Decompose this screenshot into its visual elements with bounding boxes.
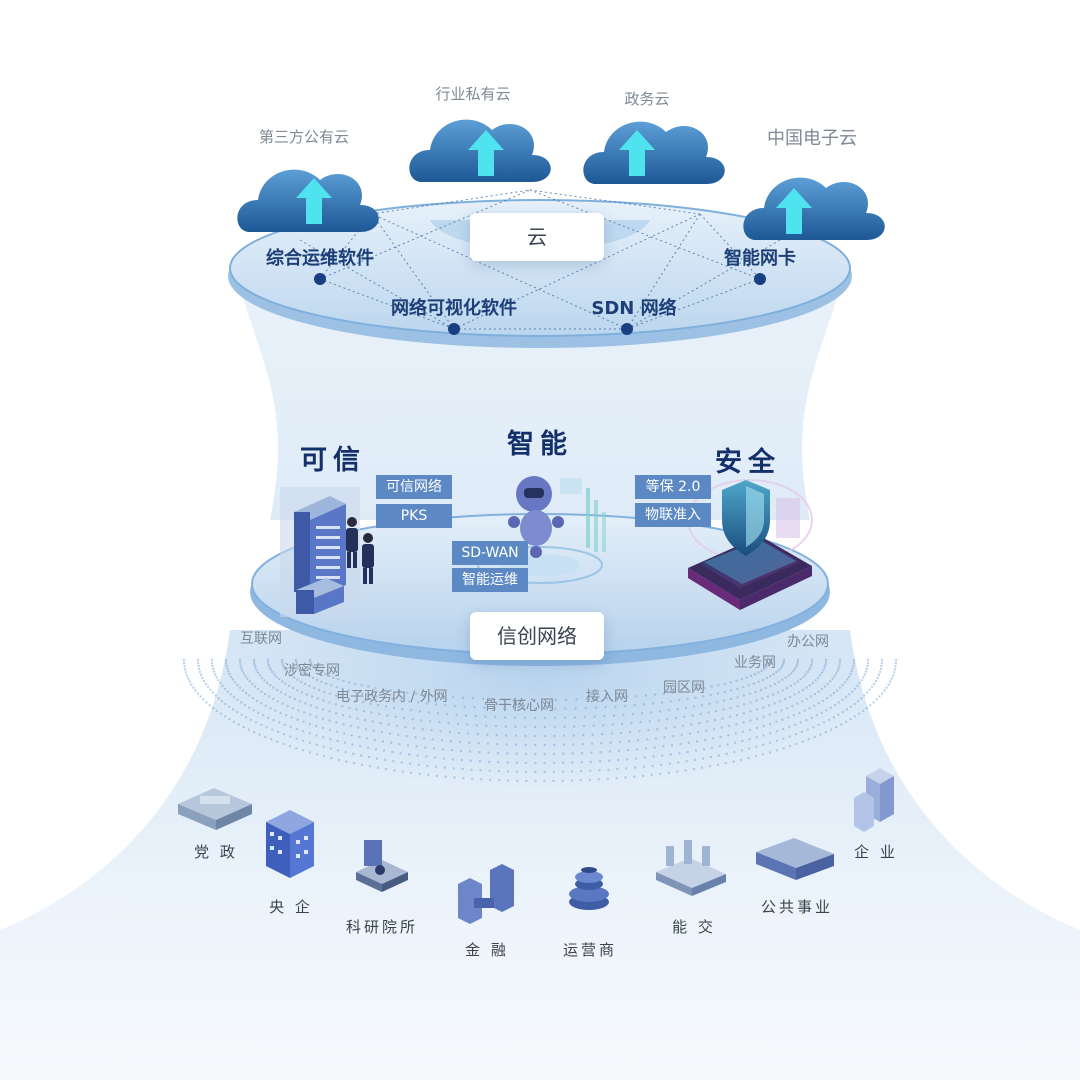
cloud-label-china-electronics: 中国电子云	[767, 128, 857, 149]
energy-transport-icon	[656, 840, 726, 896]
sector-party-government: 党 政	[194, 843, 238, 861]
tag-iot-access: 物联准入	[635, 503, 711, 527]
smart-title: 智能	[507, 429, 573, 460]
ops-software-label: 综合运维软件	[266, 248, 374, 269]
sector-finance: 金 融	[465, 941, 509, 959]
cloud-icon-industry	[409, 119, 551, 182]
sector-energy-transport: 能 交	[672, 918, 716, 936]
cloud-label-industry-private: 行业私有云	[435, 85, 511, 103]
cloud-label-third-party: 第三方公有云	[258, 128, 350, 146]
finance-buildings-icon	[458, 864, 514, 924]
net-label-access: 接入网	[586, 689, 628, 705]
tag-mlps-2: 等保 2.0	[635, 475, 711, 499]
tag-smart-ops: 智能运维	[452, 568, 528, 592]
node-dot-sdn	[621, 323, 633, 335]
node-dot-ops	[314, 273, 326, 285]
sdn-network-label: SDN 网络	[591, 298, 677, 319]
net-label-office: 办公网	[787, 634, 829, 650]
net-label-internet: 互联网	[240, 631, 282, 647]
network-dot-pattern	[182, 658, 898, 783]
net-label-business: 业务网	[734, 655, 776, 671]
net-label-egov: 电子政务内 / 外网	[336, 689, 448, 705]
public-utilities-icon	[756, 838, 834, 880]
sector-public-utilities: 公共事业	[760, 898, 834, 916]
net-label-campus: 园区网	[663, 680, 705, 696]
cloud-center-card: 云	[470, 213, 604, 261]
visualization-software-label: 网络可视化软件	[391, 298, 517, 319]
research-institute-icon	[356, 840, 408, 892]
cloud-icon-government	[583, 121, 725, 184]
cloud-icon-china-electronics	[743, 177, 885, 240]
shield-security-illustration	[687, 479, 813, 610]
sector-carrier: 运营商	[562, 941, 618, 959]
server-rack-illustration	[280, 487, 374, 617]
net-label-classified: 涉密专网	[284, 663, 340, 679]
central-enterprise-tower-icon	[266, 810, 314, 878]
party-government-building-icon	[178, 788, 252, 830]
sector-central-enterprise: 央 企	[269, 898, 313, 916]
robot-illustration	[477, 476, 606, 584]
cloud-label-government: 政务云	[624, 90, 670, 108]
cloud-mesh-lines	[299, 189, 781, 330]
node-dot-visual	[448, 323, 460, 335]
carrier-operator-icon	[569, 867, 609, 910]
network-center-card: 信创网络	[470, 612, 604, 660]
trusted-title: 可信	[300, 445, 366, 476]
tag-sd-wan: SD-WAN	[452, 541, 528, 565]
sector-research: 科研院所	[345, 918, 419, 936]
tag-trusted-network: 可信网络	[376, 475, 452, 499]
smart-nic-label: 智能网卡	[724, 248, 796, 269]
tag-pks: PKS	[376, 504, 452, 528]
enterprise-tower-icon	[854, 768, 894, 832]
sector-enterprise: 企 业	[854, 843, 898, 861]
net-label-backbone: 骨干核心网	[484, 698, 554, 714]
node-dot-nic	[754, 273, 766, 285]
cloud-icon-third-party	[237, 169, 379, 232]
secure-title: 安全	[715, 447, 781, 478]
